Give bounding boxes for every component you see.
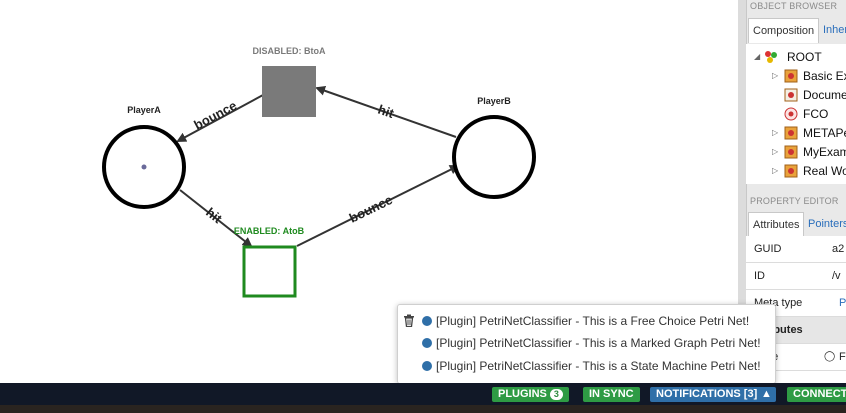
object-browser-title: OBJECT BROWSER [750, 1, 838, 11]
property-value[interactable]: a2 [832, 243, 845, 255]
expand-arrow-icon[interactable]: ◢ [754, 52, 761, 61]
tree-item-real-world[interactable]: Real Wo [803, 164, 846, 178]
tab-inheritance[interactable]: Inher [823, 24, 846, 36]
fco-icon [784, 107, 798, 121]
panel-splitter[interactable] [738, 0, 747, 383]
notification-item[interactable]: [Plugin] PetriNetClassifier - This is a … [422, 333, 761, 353]
transition-atob[interactable] [242, 245, 297, 298]
reset-icon[interactable]: ◯ [824, 351, 836, 362]
notifications-popup: [Plugin] PetriNetClassifier - This is a … [397, 304, 776, 384]
plugins-label: PLUGINS [498, 388, 547, 400]
project-icon [784, 145, 798, 159]
model-canvas[interactable]: bounce hit hit bounce PlayerA PlayerB DI… [0, 0, 738, 383]
tree-item-myexamples[interactable]: MyExam [803, 145, 846, 159]
property-row-guid: GUID a2 [746, 236, 846, 263]
notification-text: [Plugin] PetriNetClassifier - This is a … [436, 336, 761, 350]
tab-composition[interactable]: Composition [748, 18, 820, 43]
petri-net-diagram[interactable]: bounce hit hit bounce PlayerA PlayerB DI… [0, 0, 738, 383]
edge-label-bounce-top: bounce [191, 98, 239, 133]
caret-up-icon: ▲ [761, 388, 772, 400]
project-icon [784, 126, 798, 140]
connection-status-button[interactable]: CONNECTE [787, 387, 846, 402]
tree-item-documentation[interactable]: Docume [803, 88, 846, 102]
property-row-id: ID /v [746, 263, 846, 290]
notification-text: [Plugin] PetriNetClassifier - This is a … [436, 314, 750, 328]
notification-item[interactable]: [Plugin] PetriNetClassifier - This is a … [422, 356, 761, 376]
notifications-toggle-caret[interactable]: ▲ [757, 387, 776, 402]
tree-item-fco[interactable]: FCO [803, 107, 829, 121]
edge-label-hit-top: hit [376, 102, 397, 122]
edge-playerb-to-btoa[interactable] [315, 85, 457, 138]
notification-item[interactable]: [Plugin] PetriNetClassifier - This is a … [422, 311, 750, 331]
transition-label-btoa: DISABLED: BtoA [253, 46, 326, 56]
plugins-count-badge: 3 [549, 389, 563, 400]
collapse-arrow-icon[interactable]: ▷ [772, 166, 779, 175]
edge-btoa-to-playera[interactable] [176, 94, 264, 142]
edge-playera-to-atob[interactable] [179, 189, 253, 248]
edge-atob-to-playerb[interactable] [296, 165, 460, 247]
token [141, 164, 147, 170]
collapse-arrow-icon[interactable]: ▷ [772, 71, 779, 80]
place-label-playerb: PlayerB [477, 96, 511, 106]
project-icon [784, 69, 798, 83]
document-icon [784, 88, 798, 102]
info-dot-icon [422, 361, 432, 371]
collapse-arrow-icon[interactable]: ▷ [772, 147, 779, 156]
property-key: ID [754, 270, 765, 282]
project-icon [784, 164, 798, 178]
info-dot-icon [422, 338, 432, 348]
root-icon [765, 51, 777, 63]
edge-label-bounce-bottom: bounce [347, 192, 395, 226]
tree-item-basic-examples[interactable]: Basic Ex [803, 69, 846, 83]
notifications-button[interactable]: NOTIFICATIONS [3] [650, 387, 764, 402]
property-value[interactable]: F [839, 351, 846, 363]
info-dot-icon [422, 316, 432, 326]
notification-text: [Plugin] PetriNetClassifier - This is a … [436, 359, 761, 373]
object-tree: ◢ ROOT ▷ Basic Ex Docume FCO ▷ METAPe ▷ … [746, 44, 846, 184]
collapse-arrow-icon[interactable]: ▷ [772, 128, 779, 137]
property-value[interactable]: P [839, 297, 846, 309]
tree-item-root[interactable]: ROOT [787, 50, 822, 64]
tab-attributes[interactable]: Attributes [748, 212, 805, 237]
tree-item-metapetrinet[interactable]: METAPe [803, 126, 846, 140]
property-value[interactable]: /v [832, 270, 841, 282]
transition-label-atob: ENABLED: AtoB [234, 226, 305, 236]
trash-icon[interactable] [403, 314, 415, 327]
footer-background-strip [0, 405, 846, 413]
transition-btoa[interactable] [262, 66, 316, 117]
place-label-playera: PlayerA [127, 105, 161, 115]
place-playerb[interactable] [452, 115, 536, 199]
sync-status-button[interactable]: IN SYNC [583, 387, 640, 402]
property-key: GUID [754, 243, 782, 255]
tab-pointers[interactable]: Pointers [808, 218, 846, 230]
property-editor-title: PROPERTY EDITOR [750, 196, 839, 206]
